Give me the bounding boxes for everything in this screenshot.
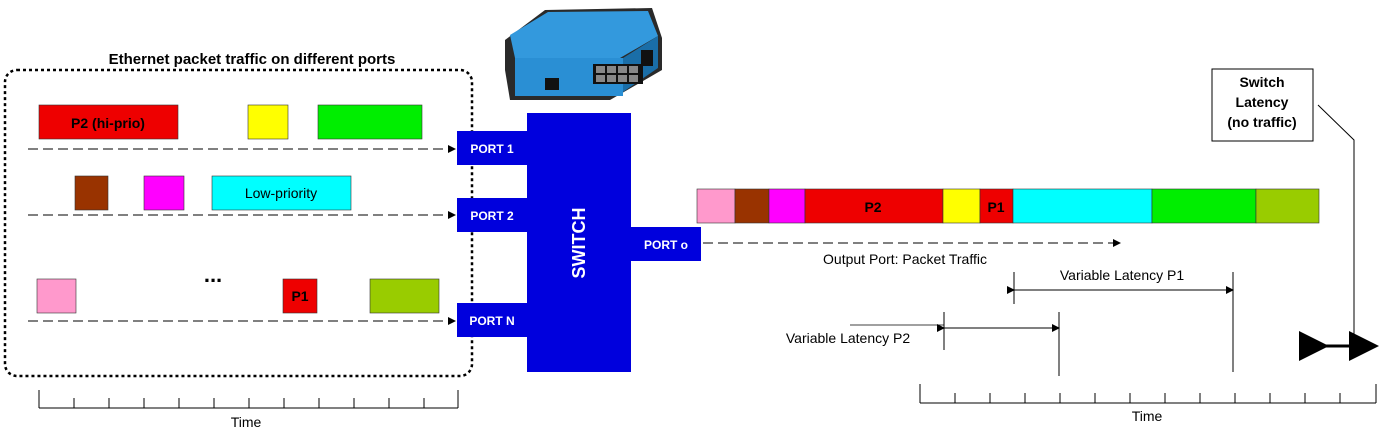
switch-latency-box	[1211, 68, 1314, 142]
out-green	[1151, 188, 1257, 224]
packet-p1-label: P1	[291, 288, 308, 304]
output-caption: Output Port: Packet Traffic	[823, 251, 987, 267]
out-p1	[979, 188, 1014, 224]
time-label-left: Time	[231, 414, 262, 430]
ellipsis: ...	[204, 262, 222, 287]
packet-yellow	[247, 104, 289, 140]
port-1-label: PORT 1	[470, 142, 514, 156]
switch-label: SWITCH	[569, 208, 589, 279]
port-o-label: PORT o	[644, 238, 688, 252]
port-2-box	[457, 198, 527, 232]
out-olive	[1255, 188, 1320, 224]
packet-low-priority	[211, 175, 352, 211]
out-brown	[734, 188, 770, 224]
packet-low-priority-label: Low-priority	[245, 185, 317, 201]
time-label-right: Time	[1132, 408, 1163, 424]
switch-latency-line3: (no traffic)	[1227, 114, 1296, 130]
packet-pink	[36, 278, 77, 314]
switch-body	[527, 113, 631, 372]
switch-device-image	[505, 8, 662, 100]
out-yellow	[942, 188, 981, 224]
packet-magenta	[143, 175, 185, 211]
switch-latency-leader	[1317, 104, 1355, 345]
packet-olive	[369, 278, 440, 314]
packet-p2-hi-prio	[38, 104, 179, 140]
packet-green	[317, 104, 423, 140]
packet-brown	[74, 175, 109, 211]
out-magenta	[768, 188, 806, 224]
out-pink	[696, 188, 736, 224]
latency-p2-label: Variable Latency P2	[786, 330, 910, 346]
packet-p2-label: P2 (hi-prio)	[71, 115, 145, 131]
switch-latency-line2: Latency	[1236, 94, 1289, 110]
switch-latency-line1: Switch	[1239, 74, 1284, 90]
diagram-title: Ethernet packet traffic on different por…	[109, 51, 396, 68]
port-n-box	[457, 303, 527, 337]
output-packet-stream	[696, 188, 1320, 224]
out-p2-label: P2	[864, 199, 881, 215]
out-p2	[804, 188, 944, 224]
port-1-box	[457, 131, 527, 165]
latency-p1-label: Variable Latency P1	[1060, 267, 1184, 283]
time-axis-right	[919, 384, 1377, 404]
time-axis-left	[38, 390, 459, 409]
out-p1-label: P1	[987, 199, 1004, 215]
port-n-label: PORT N	[469, 314, 514, 328]
out-cyan	[1012, 188, 1153, 224]
port-2-label: PORT 2	[470, 209, 514, 223]
port-o-box	[631, 227, 701, 261]
packet-p1	[282, 278, 318, 314]
